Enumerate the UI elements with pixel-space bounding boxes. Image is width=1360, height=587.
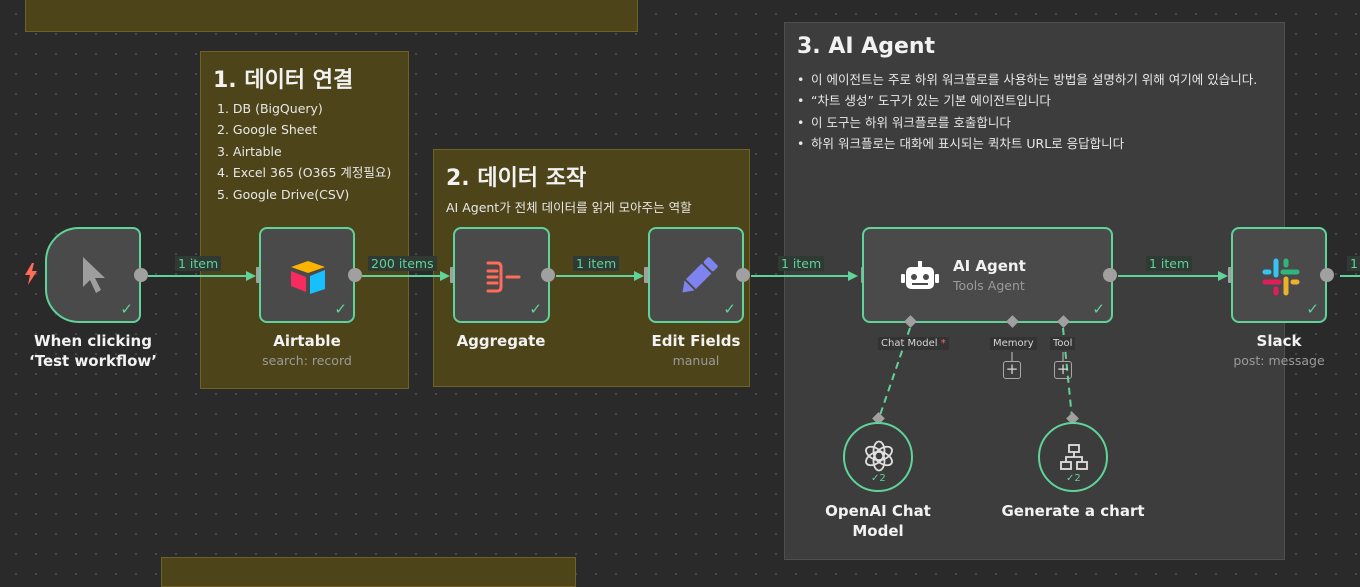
memory-port-label: Memory <box>990 337 1037 350</box>
slack-node[interactable]: ✓ <box>1231 227 1327 323</box>
add-tool-button[interactable]: + <box>1054 361 1072 379</box>
agent-title: AI Agent <box>953 257 1026 275</box>
output-port[interactable] <box>134 268 148 282</box>
arrowhead <box>440 271 450 281</box>
run-count-value: 2 <box>1074 473 1081 484</box>
pencil-icon <box>676 255 720 303</box>
airtable-node[interactable]: ✓ <box>259 227 355 323</box>
list-item: 2. Google Sheet <box>217 122 318 138</box>
arrowhead <box>634 271 644 281</box>
node-label: OpenAI Chat Model <box>825 502 931 540</box>
data-source-list: 1. DB (BigQuery) 2. Google Sheet 3. Airt… <box>217 98 391 205</box>
list-item: 이 도구는 하위 워크플로를 호출합니다 <box>797 112 1257 133</box>
success-check-icon: ✓ <box>529 300 542 318</box>
edit-fields-node[interactable]: ✓ <box>648 227 744 323</box>
output-port[interactable] <box>541 268 555 282</box>
slack-icon <box>1261 257 1301 301</box>
input-port[interactable] <box>644 267 651 283</box>
node-subtitle: search: record <box>262 353 352 368</box>
node-label: When clicking ‘Test workflow’ <box>29 332 157 370</box>
required-mark: * <box>940 338 946 349</box>
list-item: 하위 워크플로는 대화에 표시되는 퀵차트 URL로 응답합니다 <box>797 133 1257 154</box>
success-check-icon: ✓ <box>334 300 347 318</box>
sticky-title: 3. AI Agent <box>797 34 936 59</box>
cursor-icon <box>80 255 110 299</box>
arrowhead <box>1218 271 1228 281</box>
node-subtitle: manual <box>672 353 720 368</box>
openai-icon <box>863 440 895 476</box>
chat-model-port-label: Chat Model * <box>878 337 949 350</box>
agent-subtitle: Tools Agent <box>953 278 1025 293</box>
output-port[interactable] <box>1103 268 1117 282</box>
robot-icon <box>901 261 939 299</box>
list-item: 1. DB (BigQuery) <box>217 101 323 116</box>
trigger-node[interactable]: ✓ <box>45 227 141 323</box>
port-label-text: Chat Model <box>881 338 938 349</box>
edge-label: 1 <box>1347 256 1360 271</box>
success-check-icon: ✓ <box>120 300 133 318</box>
node-label: Edit Fields <box>651 332 741 350</box>
output-port[interactable] <box>348 268 362 282</box>
trigger-bolt-icon <box>23 262 39 286</box>
sitemap-icon <box>1060 444 1088 474</box>
node-subtitle: post: message <box>1233 353 1325 368</box>
arrowhead <box>246 271 256 281</box>
node-label: Generate a chart <box>1001 502 1145 520</box>
aggregate-node[interactable]: ✓ <box>453 227 550 323</box>
edge-label: 1 item <box>175 256 222 271</box>
sticky-title: 1. 데이터 연결 <box>213 68 354 93</box>
airtable-icon <box>288 259 328 299</box>
success-check-icon: ✓ <box>1306 300 1319 318</box>
success-check-icon: ✓ <box>723 300 736 318</box>
edge-label: 1 item <box>1146 256 1193 271</box>
edge-label: 1 item <box>573 256 620 271</box>
output-port[interactable] <box>1320 268 1334 282</box>
list-item: “차트 생성” 도구가 있는 기본 에이전트입니다 <box>797 90 1257 111</box>
ai-agent-node[interactable]: AI Agent Tools Agent ✓ <box>862 227 1113 323</box>
aggregate-icon <box>483 257 523 301</box>
run-count: ✓2 <box>1066 473 1081 484</box>
list-item: 3. Airtable <box>217 143 282 159</box>
agent-notes-list: 이 에이전트는 주로 하위 워크플로를 사용하는 방법을 설명하기 위해 여기에… <box>797 69 1257 155</box>
sticky-description: AI Agent가 전체 데이터를 읽게 모아주는 역할 <box>446 200 692 215</box>
arrowhead <box>848 271 858 281</box>
sticky-note-top[interactable] <box>25 0 638 32</box>
edge-label: 1 item <box>778 256 825 271</box>
list-item: 이 에이전트는 주로 하위 워크플로를 사용하는 방법을 설명하기 위해 여기에… <box>797 69 1257 90</box>
run-count-value: 2 <box>879 473 886 484</box>
node-label: Airtable <box>273 332 341 350</box>
generate-chart-node[interactable]: ✓2 <box>1038 422 1108 492</box>
success-check-icon: ✓ <box>1092 300 1105 318</box>
openai-chat-model-node[interactable]: ✓2 <box>843 422 913 492</box>
sticky-note-data-connect[interactable]: 1. 데이터 연결 1. DB (BigQuery) 2. Google She… <box>200 51 409 389</box>
list-item: 4. Excel 365 (O365 계정필요) <box>217 165 392 181</box>
edge-label: 200 items <box>368 256 437 271</box>
node-label: Slack <box>1256 332 1302 350</box>
add-memory-button[interactable]: + <box>1003 361 1021 379</box>
sticky-title: 2. 데이터 조작 <box>446 166 587 191</box>
node-label: Aggregate <box>456 332 546 350</box>
tool-port-label: Tool <box>1050 337 1076 350</box>
run-count: ✓2 <box>871 473 886 484</box>
output-port[interactable] <box>736 268 750 282</box>
list-item: 5. Google Drive(CSV) <box>217 186 350 202</box>
